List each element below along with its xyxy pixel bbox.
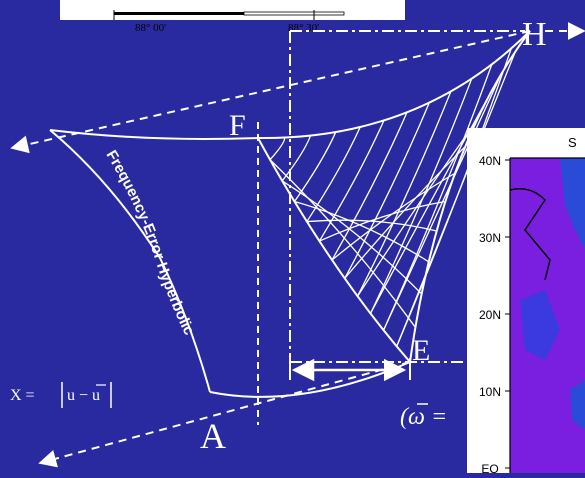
mesh-line <box>382 72 503 331</box>
scale-bar-segment-light <box>243 11 345 16</box>
map-panel: S 40N 30N 20N 10N EQ <box>467 128 585 476</box>
edge-bottom <box>209 361 411 398</box>
mesh-line <box>319 200 446 242</box>
mesh-line <box>269 137 286 161</box>
point-label-h: H <box>522 16 547 53</box>
point-label-f: F <box>229 109 246 142</box>
mesh-line <box>294 200 430 263</box>
map-water-ne <box>560 158 585 250</box>
mesh-line <box>356 91 452 297</box>
lat-label: EQ <box>481 462 498 473</box>
edge-top-right <box>257 30 531 140</box>
scale-bar-panel <box>60 0 405 20</box>
hyperbola-label-path: Frequency-Error Hyperbolic <box>103 147 198 337</box>
lat-labels: 40N 30N 20N 10N EQ <box>479 154 510 476</box>
scale-label-right: 88° 30' <box>288 22 319 34</box>
edge-left-curve <box>49 129 211 393</box>
mesh-line <box>357 120 478 297</box>
formula-x: X = u − u <box>10 382 112 408</box>
lat-label: 30N <box>479 231 501 245</box>
mesh-line <box>281 180 423 295</box>
mesh-line <box>344 145 466 279</box>
scale-bar-segment <box>114 12 244 15</box>
map-water-se <box>570 380 585 430</box>
mesh-line <box>306 219 437 232</box>
edge-left-top <box>49 129 259 140</box>
lat-label: 10N <box>479 385 501 399</box>
map-header-char: S <box>568 135 577 150</box>
mesh-line <box>318 120 385 242</box>
mesh-line <box>369 95 490 314</box>
scale-label-left: 88° 00' <box>135 22 166 34</box>
mesh-line <box>281 135 312 182</box>
mesh-line <box>306 126 361 222</box>
mesh-line <box>344 102 430 279</box>
omega-fragment: (ω = <box>400 404 447 430</box>
point-label-e: E <box>412 334 430 367</box>
map-water-mid <box>520 290 560 360</box>
mesh-line <box>293 131 337 202</box>
mesh-line <box>396 51 517 347</box>
map-coastline <box>509 188 551 281</box>
point-label-a: A <box>200 416 226 456</box>
mesh-line <box>269 159 416 328</box>
hyperbola-label: Frequency-Error Hyperbolic <box>103 147 198 337</box>
mesh-line <box>369 78 473 314</box>
formula-abs-content: u − u <box>67 387 100 404</box>
arrow-upper-left <box>10 30 531 154</box>
formula-lhs: X = <box>10 387 35 404</box>
lat-label: 40N <box>479 154 501 168</box>
mesh-line <box>331 111 408 261</box>
surface-mesh <box>269 48 517 347</box>
top-scale-bar: 88° 00' 88° 30' <box>60 0 405 34</box>
lat-label: 20N <box>479 308 501 322</box>
